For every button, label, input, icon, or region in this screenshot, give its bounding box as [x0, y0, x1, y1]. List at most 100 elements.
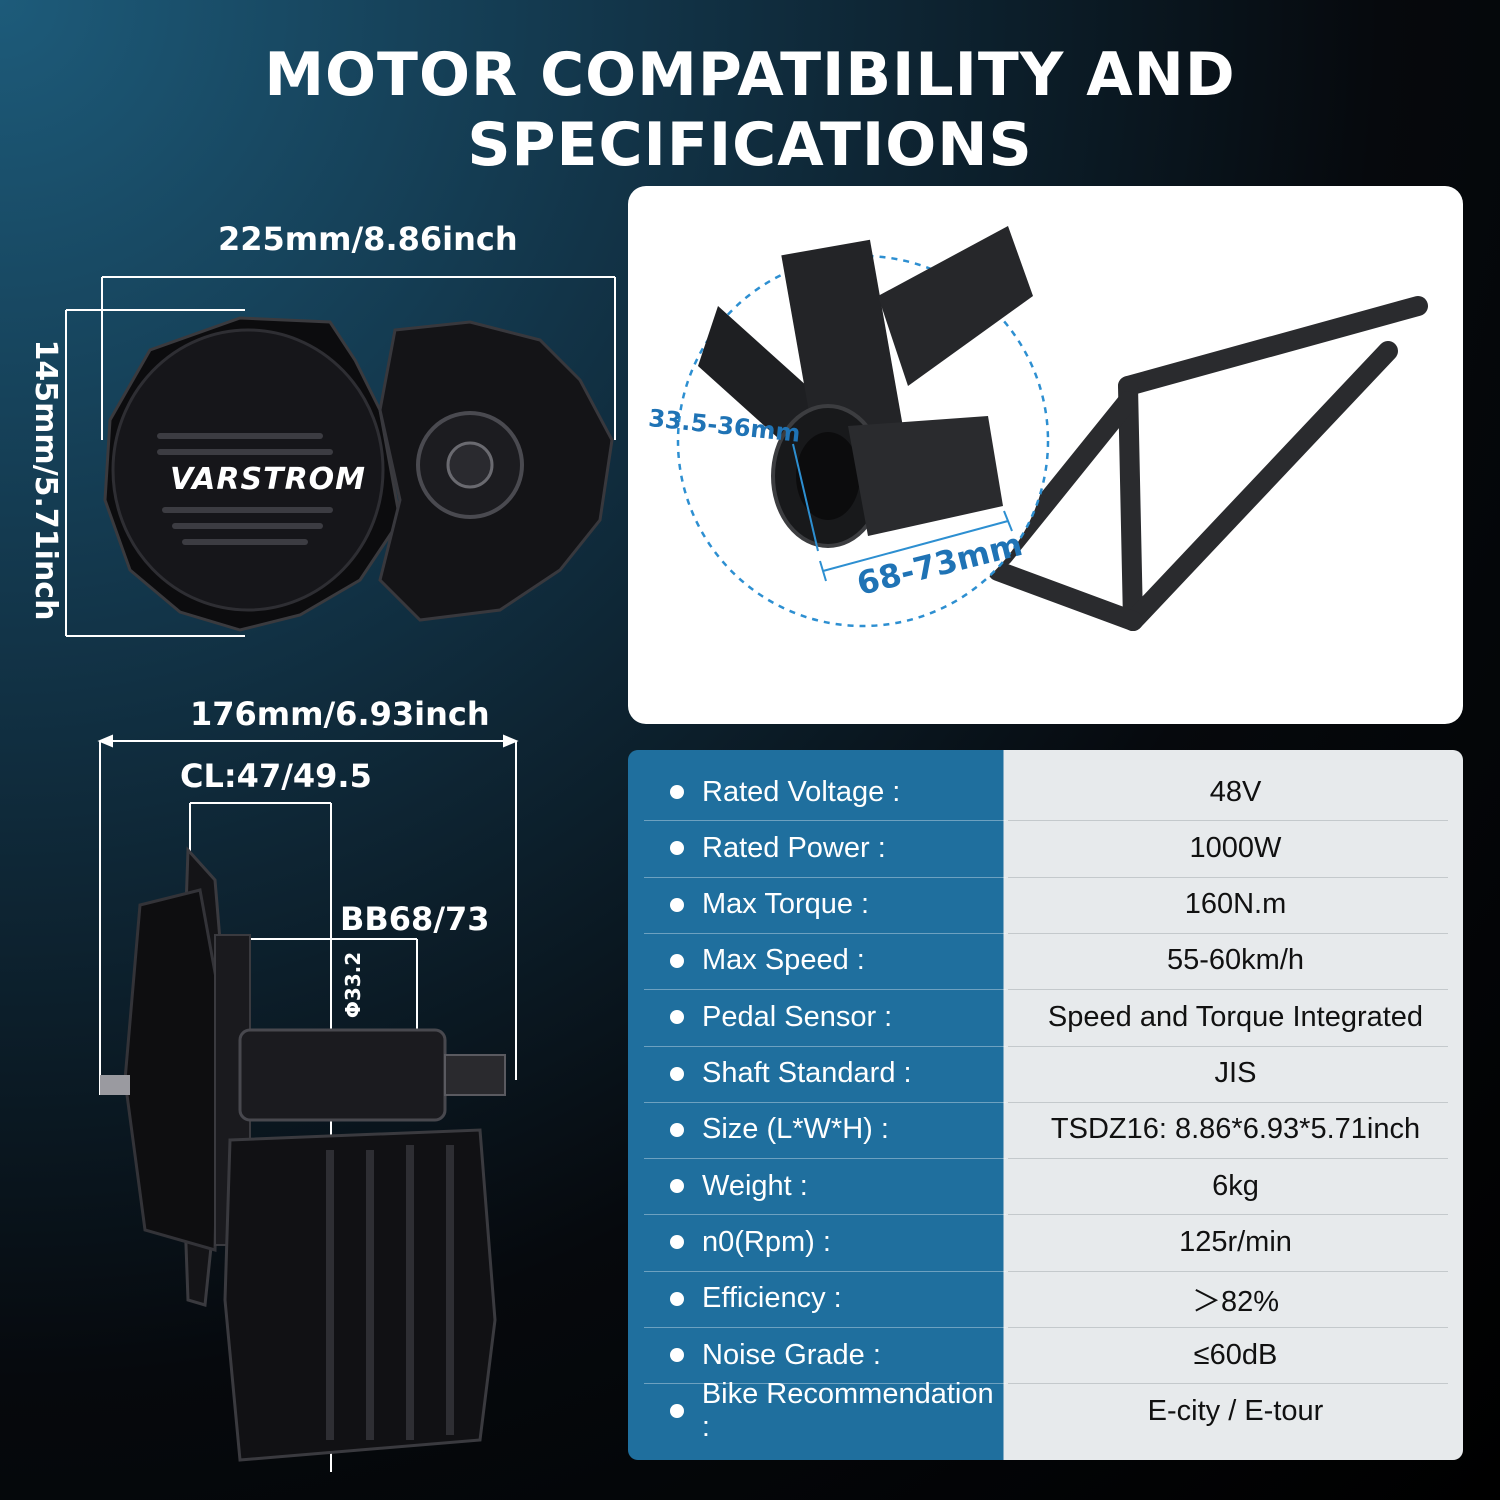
row-divider: [1008, 1383, 1448, 1385]
spec-label: Efficiency :: [628, 1271, 1006, 1327]
spec-row: Efficiency : ＞82%: [628, 1271, 1463, 1327]
top-height-bracket: [65, 309, 245, 637]
spec-row: Noise Grade : ≤60dB: [628, 1327, 1463, 1383]
spec-value: 160N.m: [1184, 888, 1287, 921]
bullet-icon: [670, 1010, 684, 1025]
spec-row: Bike Recommendation : E-city / E-tour: [628, 1378, 1463, 1443]
spec-value: 125r/min: [1179, 1225, 1292, 1258]
row-divider: [1008, 1327, 1448, 1328]
spec-table: Rated Voltage : 48V Rated Power : 1000W Max …: [628, 750, 1463, 1460]
spec-label-text: Max Torque :: [702, 888, 870, 921]
row-divider: [1008, 820, 1448, 822]
brand-logo: VARSTROM: [170, 462, 367, 497]
spec-row: Size (L*W*H) : TSDZ16: 8.86*6.93*5.71inch: [628, 1102, 1463, 1158]
bullet-icon: [670, 953, 684, 968]
top-height-label: 145mm/5.71inch: [27, 339, 63, 621]
spec-row: Weight : 6kg: [628, 1158, 1463, 1214]
spec-row: Rated Voltage : 48V: [628, 764, 1463, 820]
spec-value: 48V: [1209, 775, 1262, 808]
spec-label: Shaft Standard :: [628, 1046, 1006, 1102]
spec-label-text: n0(Rpm) :: [702, 1225, 831, 1258]
spec-label-text: Pedal Sensor :: [702, 1000, 893, 1033]
top-width-label: 225mm/8.86inch: [218, 220, 518, 258]
spec-value: JIS: [1214, 1057, 1257, 1089]
spec-label-text: Max Speed :: [702, 944, 865, 977]
spec-label: Pedal Sensor :: [628, 989, 1006, 1045]
spec-label-text: Shaft Standard :: [702, 1057, 912, 1089]
spec-label: Weight :: [628, 1158, 1006, 1214]
spec-value: ＞82%: [1191, 1285, 1280, 1318]
spec-value: E-city / E-tour: [1147, 1394, 1324, 1427]
bike-frame-illustration: [676, 226, 1428, 631]
side-width-bracket: [97, 734, 519, 1095]
row-divider: [644, 932, 1006, 934]
row-divider: [644, 876, 1006, 878]
row-divider: [644, 1214, 1006, 1216]
bullet-icon: [670, 1122, 684, 1137]
spec-value: 55-60km/h: [1166, 944, 1304, 977]
spec-row: Pedal Sensor : Speed and Torque Integrate…: [628, 989, 1463, 1045]
frame-dimension-lines: [792, 443, 1013, 582]
row-divider: [1008, 1158, 1448, 1160]
spec-value: 6kg: [1212, 1169, 1259, 1202]
row-divider: [1008, 1270, 1448, 1272]
row-divider: [644, 1327, 1006, 1328]
bullet-icon: [670, 1348, 684, 1362]
spec-value: Speed and Torque Integrated: [1047, 1000, 1424, 1033]
chainline-label: CL:47/49.5: [180, 757, 372, 795]
spec-label-text: Size (L*W*H) :: [702, 1113, 889, 1146]
row-divider: [1008, 1214, 1448, 1216]
bullet-icon: [670, 785, 684, 799]
spec-label-text: Weight :: [702, 1169, 808, 1202]
row-divider: [1008, 876, 1448, 878]
spec-label: Max Torque :: [628, 877, 1006, 933]
row-divider: [1008, 1101, 1448, 1103]
spec-label-text: Rated Voltage :: [702, 775, 901, 808]
bullet-icon: [670, 1179, 684, 1194]
spec-label: Size (L*W*H) :: [628, 1102, 1006, 1158]
spec-label: Rated Voltage :: [628, 764, 1006, 820]
row-divider: [644, 1045, 1006, 1047]
spec-row: Rated Power : 1000W: [628, 820, 1463, 876]
row-divider: [644, 820, 1006, 822]
row-divider: [644, 1158, 1006, 1160]
bottom-bracket-closeup: [698, 226, 1033, 548]
row-divider: [1008, 932, 1448, 934]
spec-label-text: Bike Recommendation :: [701, 1378, 994, 1444]
motor-top-view: [103, 316, 614, 632]
row-divider: [1008, 989, 1448, 991]
spec-label: Max Speed :: [628, 933, 1006, 989]
row-divider: [644, 1101, 1006, 1103]
row-divider: [644, 1270, 1006, 1272]
spec-value: TSDZ16: 8.86*6.93*5.71inch: [1050, 1113, 1421, 1146]
frame-image-card: 33.5-36mm 68-73mm: [628, 186, 1463, 724]
spec-row: Shaft Standard : JIS: [628, 1046, 1463, 1102]
row-divider: [1008, 1045, 1448, 1047]
spec-label-text: Efficiency :: [702, 1282, 842, 1315]
motor-side-view: [100, 846, 506, 1462]
spec-value: 1000W: [1189, 831, 1282, 864]
spec-value: ≤60dB: [1193, 1338, 1278, 1371]
bullet-icon: [670, 1235, 684, 1250]
bb-label: BB68/73: [340, 900, 490, 938]
spec-label: Noise Grade :: [628, 1327, 1006, 1383]
spec-label: n0(Rpm) :: [628, 1214, 1006, 1270]
bullet-icon: [670, 897, 684, 912]
row-divider: [644, 1383, 1006, 1385]
top-width-bracket: [101, 276, 616, 440]
spec-label: Rated Power :: [628, 820, 1006, 876]
spec-label-text: Noise Grade :: [702, 1338, 881, 1371]
side-width-label: 176mm/6.93inch: [190, 695, 490, 733]
bullet-icon: [670, 1404, 684, 1419]
spec-label-text: Rated Power :: [702, 831, 886, 864]
row-divider: [644, 989, 1006, 991]
spec-row: Max Torque : 160N.m: [628, 877, 1463, 933]
bullet-icon: [670, 1066, 684, 1081]
shaft-diameter-label: Φ33.2: [341, 952, 365, 1018]
page-title: MOTOR COMPATIBILITY AND SPECIFICATIONS: [264, 40, 1236, 180]
spec-row: n0(Rpm) : 125r/min: [628, 1214, 1463, 1270]
bullet-icon: [670, 1291, 684, 1306]
spec-row: Max Speed : 55-60km/h: [628, 933, 1463, 989]
bike-frame: [988, 296, 1428, 631]
